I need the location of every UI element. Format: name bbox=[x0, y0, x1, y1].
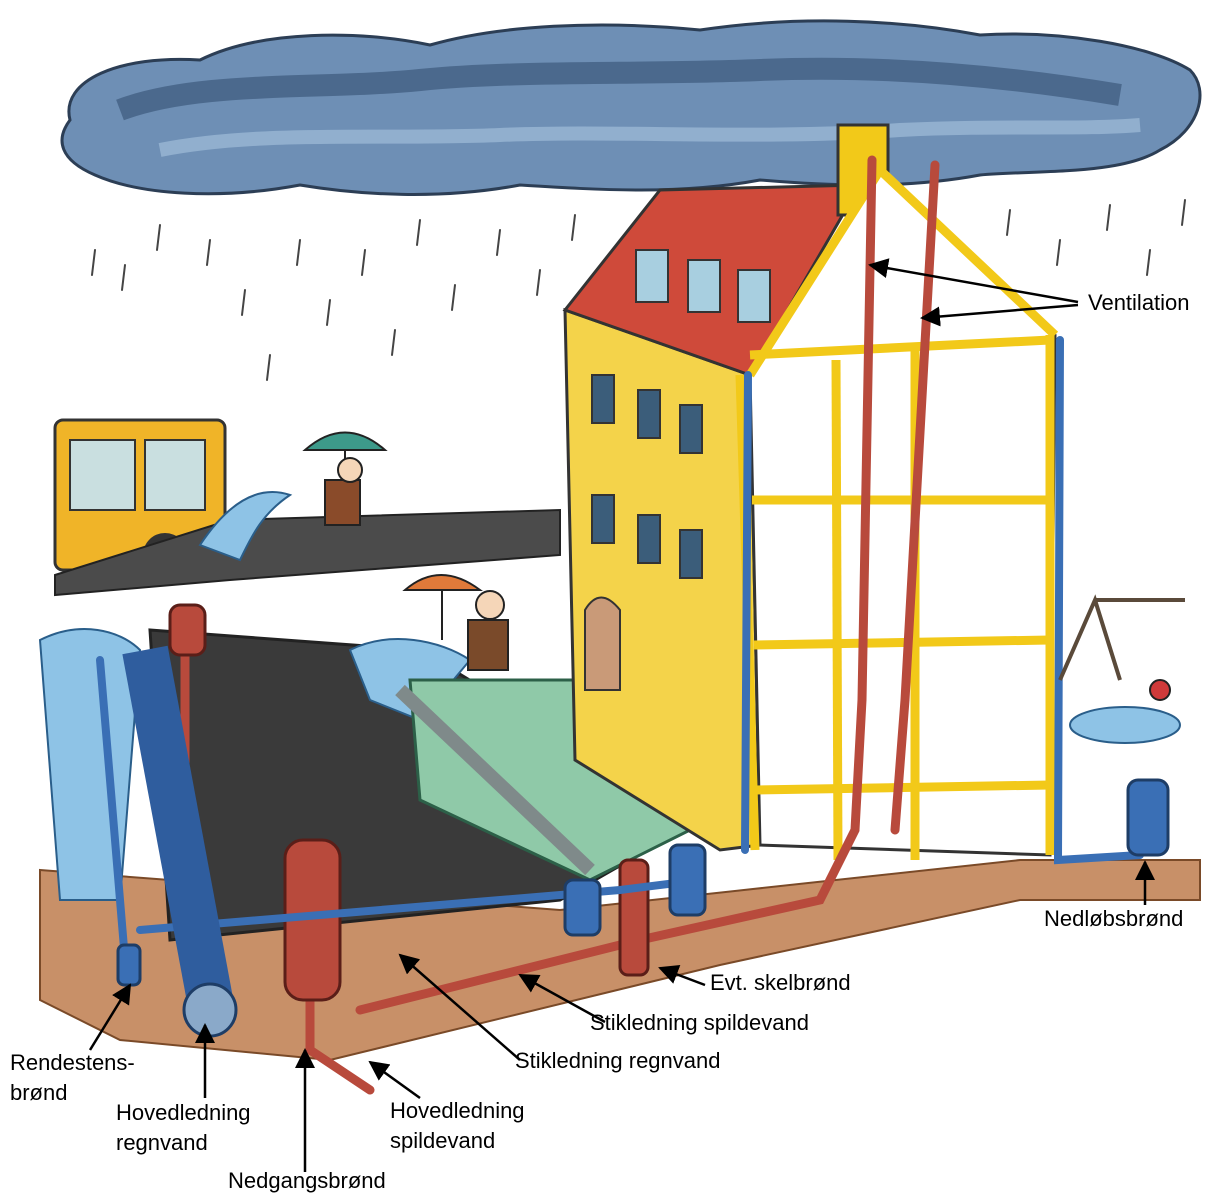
label-hovedledning-spildevand-line1: Hovedledning bbox=[390, 1098, 525, 1123]
rain-cloud bbox=[60, 19, 1202, 196]
label-hovedledning-spildevand-line2: spildevand bbox=[390, 1128, 496, 1153]
person-with-umbrella bbox=[302, 431, 388, 526]
splash-water bbox=[198, 491, 293, 562]
curb bbox=[395, 684, 595, 876]
label-ventilation: Ventilation bbox=[1088, 290, 1190, 315]
label-nedlobsbrond: Nedløbsbrønd bbox=[1044, 906, 1184, 931]
label-stikledning-spildevand: Stikledning spildevand bbox=[590, 1010, 809, 1035]
street-water-left bbox=[38, 628, 142, 901]
label-nedgangsbrond: Nedgangsbrønd bbox=[228, 1168, 386, 1193]
person-with-orange-umbrella bbox=[402, 574, 509, 671]
label-rendestens-line2: brønd bbox=[10, 1080, 68, 1105]
callout-arrows bbox=[88, 258, 1155, 1172]
label-hovedledning-regnvand-line1: Hovedledning bbox=[116, 1100, 251, 1125]
label-stikledning-regnvand: Stikledning regnvand bbox=[515, 1048, 721, 1073]
label-rendestens-line1: Rendestens- bbox=[10, 1050, 135, 1075]
rain-drops bbox=[91, 199, 1186, 381]
label-evt-skelbrond: Evt. skelbrønd bbox=[710, 970, 851, 995]
label-hovedledning-regnvand-line2: regnvand bbox=[116, 1130, 208, 1155]
playground-swing bbox=[1058, 594, 1185, 744]
house-cutaway bbox=[735, 162, 1059, 861]
